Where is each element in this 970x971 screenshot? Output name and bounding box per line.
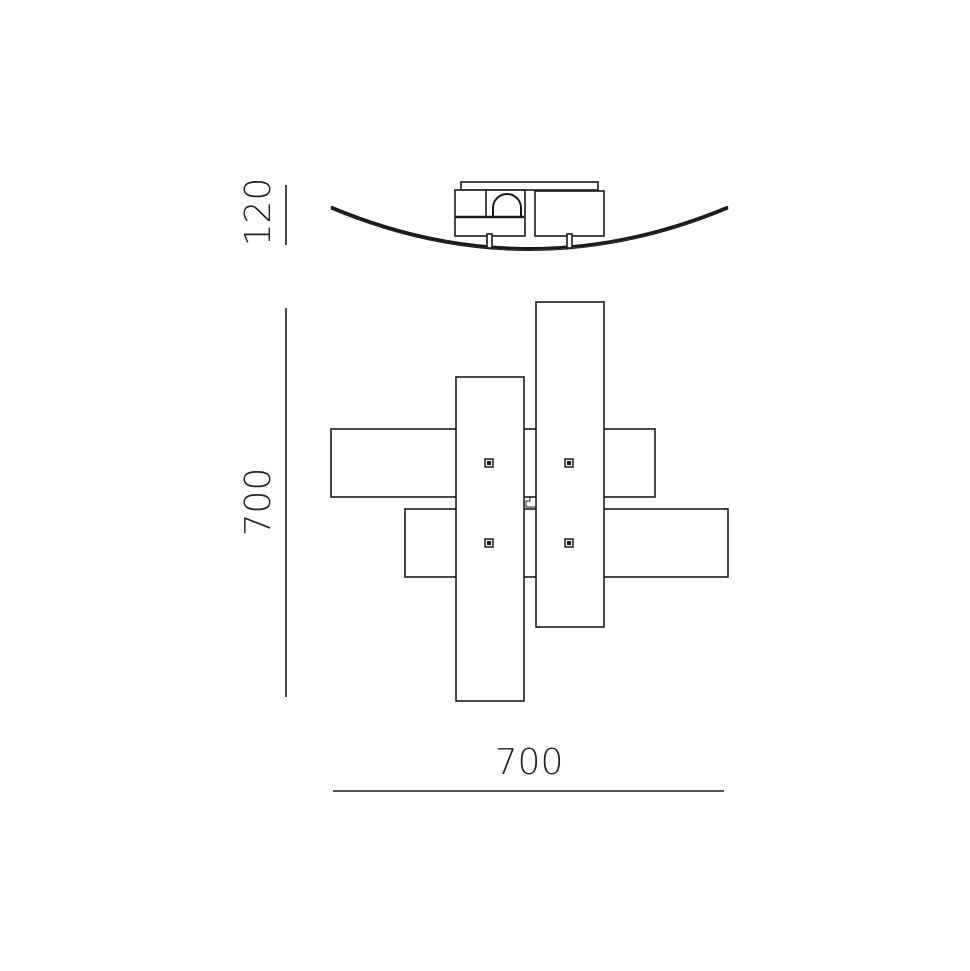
standoff-right: [566, 233, 573, 249]
height-dimension-label: 120: [238, 178, 279, 247]
depth-dimension-label: 700: [238, 468, 279, 537]
right-driver-box: [534, 190, 605, 237]
screw-icon: [484, 538, 494, 548]
plan-view: [330, 301, 729, 702]
mounting-plate: [460, 181, 599, 191]
side-view: [330, 181, 729, 251]
screw-markers: [484, 458, 574, 548]
diffuser-arc: [330, 205, 729, 250]
screw-icon: [484, 458, 494, 468]
standoff-left: [486, 233, 493, 249]
screw-icon: [564, 458, 574, 468]
canopy-arch: [492, 193, 522, 216]
center-connector: [524, 496, 536, 510]
screw-icon: [564, 538, 574, 548]
width-dimension-label: 700: [495, 742, 564, 783]
left-driver-box: [454, 189, 526, 237]
